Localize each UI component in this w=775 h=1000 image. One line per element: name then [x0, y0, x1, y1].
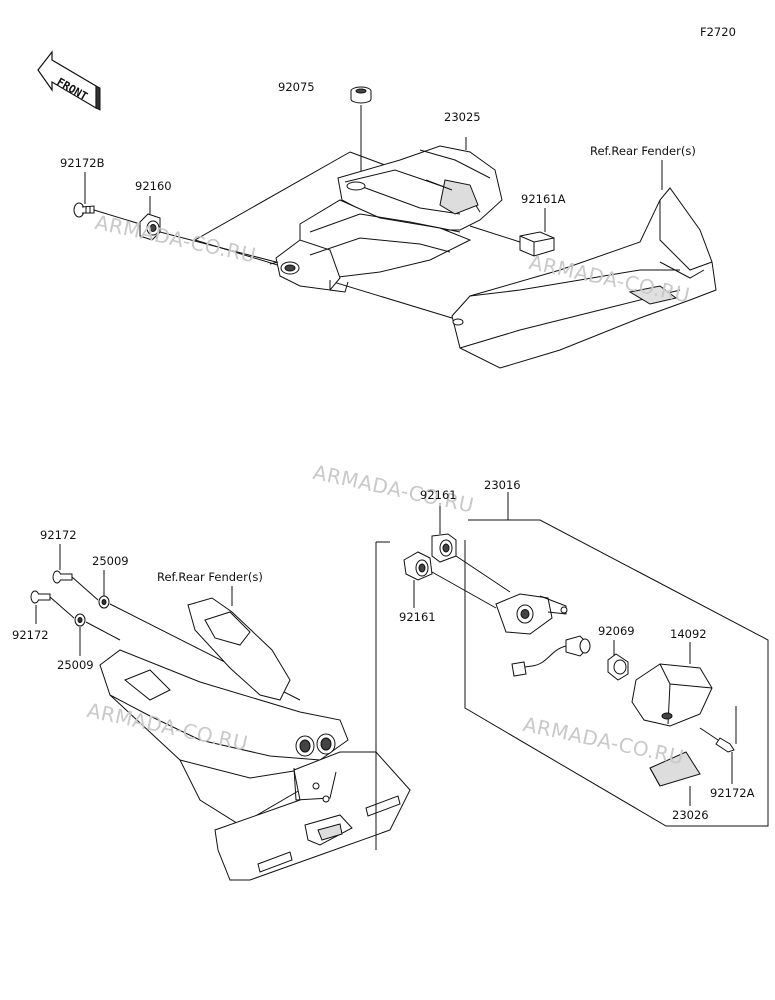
- label-14092: 14092: [670, 627, 707, 641]
- label-23025: 23025: [444, 110, 481, 124]
- rear-fender-ref-top-part: [451, 187, 717, 369]
- screw-92172-bottom-part: [30, 590, 51, 604]
- assembly-outline-top: [193, 151, 453, 319]
- label-92069: 92069: [598, 624, 635, 638]
- cover-14092-part: [631, 663, 713, 727]
- label-92161-top: 92161: [420, 488, 457, 502]
- label-23026: 23026: [672, 808, 709, 822]
- grommet-92075-part: [350, 86, 372, 104]
- label-25009-top: 25009: [92, 554, 129, 568]
- front-arrow-icon: FRONT: [37, 50, 101, 111]
- label-92172B: 92172B: [60, 156, 105, 170]
- washer-25009-top-part: [98, 595, 110, 609]
- label-92172-top: 92172: [40, 528, 77, 542]
- grommet-92161-bottom-part: [403, 551, 433, 581]
- washer-25009-bottom-part: [74, 613, 86, 627]
- label-92172-bottom: 92172: [12, 628, 49, 642]
- label-23016: 23016: [484, 478, 521, 492]
- grommet-92161-top-part: [431, 533, 457, 563]
- reflector-23026-part: [649, 751, 701, 787]
- label-25009-bottom: 25009: [57, 658, 94, 672]
- socket-wire-part: [511, 635, 591, 677]
- screw-92172-top-part: [52, 570, 73, 584]
- bulb-92069-part: [607, 653, 629, 681]
- license-bracket-part: [99, 597, 411, 881]
- figure-id: F2720: [700, 25, 736, 39]
- label-ref-rear-fender-bottom: Ref.Rear Fender(s): [157, 570, 263, 584]
- lamp-housing-part: [495, 593, 568, 635]
- assembly-outline-bottom: [464, 519, 769, 827]
- label-ref-rear-fender-top: Ref.Rear Fender(s): [590, 144, 696, 158]
- label-92075: 92075: [278, 80, 315, 94]
- screw-92172B-part: [73, 202, 95, 218]
- label-92160: 92160: [135, 179, 172, 193]
- label-92161-bottom: 92161: [399, 610, 436, 624]
- bracket-23025-part: [269, 145, 503, 293]
- clip-92161A-part: [519, 231, 555, 257]
- label-92172A: 92172A: [710, 786, 755, 800]
- label-92161A: 92161A: [521, 192, 566, 206]
- screw-92172A-part: [699, 727, 735, 753]
- damper-92160-part: [139, 213, 161, 241]
